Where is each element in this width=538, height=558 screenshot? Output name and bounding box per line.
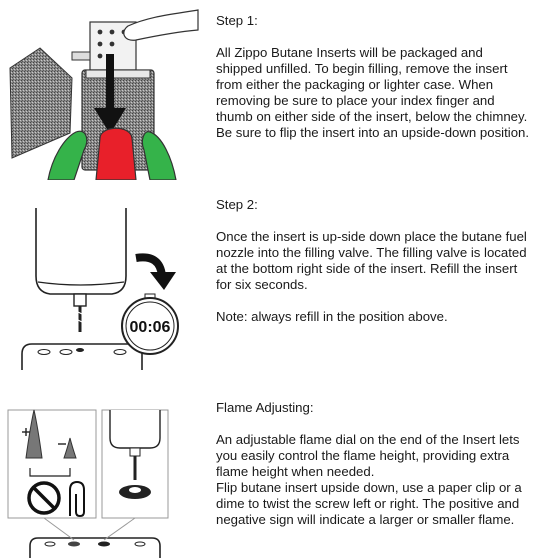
step1-illustration [9,9,199,180]
paperclip-icon [69,480,85,518]
lighter-lid [9,47,73,159]
step-1-title: Step 1: [216,13,258,28]
flame-adjusting-body: An adjustable flame dial on the end of t… [216,432,520,479]
fuel-can [35,208,127,295]
flame-adjusting: Flame Adjusting: An adjustable flame dia… [216,400,532,528]
red-finger [95,127,137,180]
green-finger-left [47,130,88,180]
small-flame-icon [63,437,77,459]
step-2-body: Once the insert is up-side down place th… [216,229,527,292]
curved-arrow-icon [150,272,176,290]
insert-bottom [21,343,143,370]
flame-adjusting-title: Flame Adjusting: [216,400,314,415]
step2-illustration: 00:06 [21,208,179,370]
green-finger-right [141,131,177,180]
flame-illustration [7,409,169,558]
step-2-note: Note: always refill in the position abov… [216,309,448,324]
down-arrow-icon [94,108,126,134]
stopwatch-icon [121,297,179,355]
large-flame-icon [25,409,43,459]
step-1: Step 1: All Zippo Butane Inserts will be… [216,13,532,141]
step-1-body: All Zippo Butane Inserts will be package… [216,45,530,140]
flame-adjusting-body-2: Flip butane insert upside down, use a pa… [216,480,522,527]
thumb-top [123,9,199,41]
step-2: Step 2: Once the insert is up-side down … [216,197,532,325]
step-2-title: Step 2: [216,197,258,212]
timer-display: 00:06 [130,319,171,336]
